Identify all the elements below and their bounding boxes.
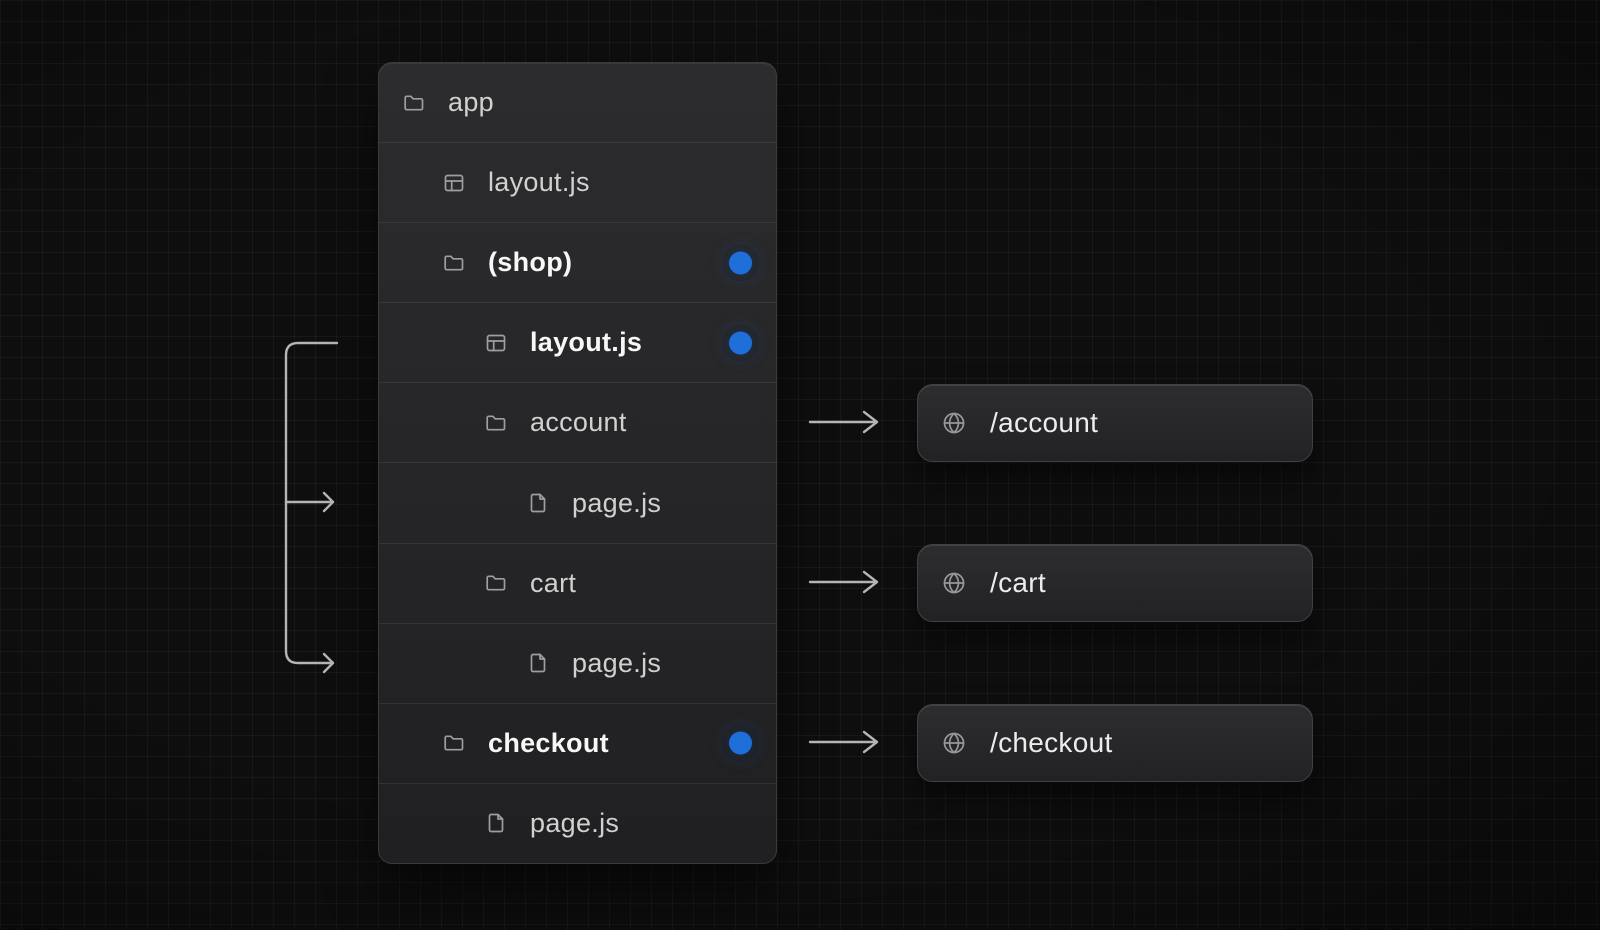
route-badge-checkout: /checkout (917, 704, 1313, 782)
bracket-arrowhead-middle (322, 491, 335, 513)
arrow-right-icon (808, 729, 880, 755)
route-url: /checkout (990, 727, 1113, 758)
tree-row-label: page.js (572, 487, 662, 518)
tree-row-shop-layout: layout.js (379, 302, 776, 382)
tree-row-account-page: page.js (379, 462, 776, 542)
tree-row-label: cart (530, 567, 577, 598)
folder-icon (484, 571, 508, 595)
folder-icon (484, 411, 508, 435)
globe-icon (941, 570, 967, 596)
folder-icon (402, 91, 426, 115)
tree-row-root-layout: layout.js (379, 142, 776, 222)
layout-icon (484, 331, 508, 355)
globe-icon (941, 410, 967, 436)
tree-row-cart-page: page.js (379, 622, 776, 703)
route-url: /cart (990, 567, 1046, 598)
tree-row-label: layout.js (488, 167, 590, 198)
arrow-right-icon (808, 409, 880, 435)
arrow-right-icon (808, 569, 880, 595)
layout-scope-bracket (270, 325, 350, 680)
tree-row-cart-folder: cart (379, 542, 776, 623)
tree-row-shop-group: (shop) (379, 222, 776, 302)
tree-row-checkout-page: page.js (379, 782, 776, 863)
file-icon (526, 491, 550, 515)
layout-icon (442, 171, 466, 195)
tree-row-account-folder: account (379, 382, 776, 462)
file-icon (526, 651, 550, 675)
active-route-dot (729, 331, 752, 355)
tree-row-label: page.js (530, 807, 620, 838)
file-icon (484, 811, 508, 835)
tree-row-label: app (448, 87, 494, 118)
tree-row-label: checkout (488, 727, 609, 758)
route-badge-cart: /cart (917, 544, 1313, 622)
tree-row-label: page.js (572, 647, 662, 678)
active-route-dot (729, 251, 752, 275)
tree-row-label: (shop) (488, 247, 573, 278)
folder-icon (442, 251, 466, 275)
tree-row-label: layout.js (530, 327, 643, 358)
tree-row-label: account (530, 407, 627, 438)
tree-row-app: app (379, 63, 776, 142)
route-badge-account: /account (917, 384, 1313, 462)
route-url: /account (990, 407, 1099, 438)
active-route-dot (729, 731, 752, 755)
folder-icon (442, 731, 466, 755)
file-tree-panel: app layout.js (shop) layout.js account p… (378, 62, 777, 864)
bracket-arrowhead-bottom (322, 652, 335, 674)
tree-row-checkout-folder: checkout (379, 702, 776, 783)
globe-icon (941, 730, 967, 756)
